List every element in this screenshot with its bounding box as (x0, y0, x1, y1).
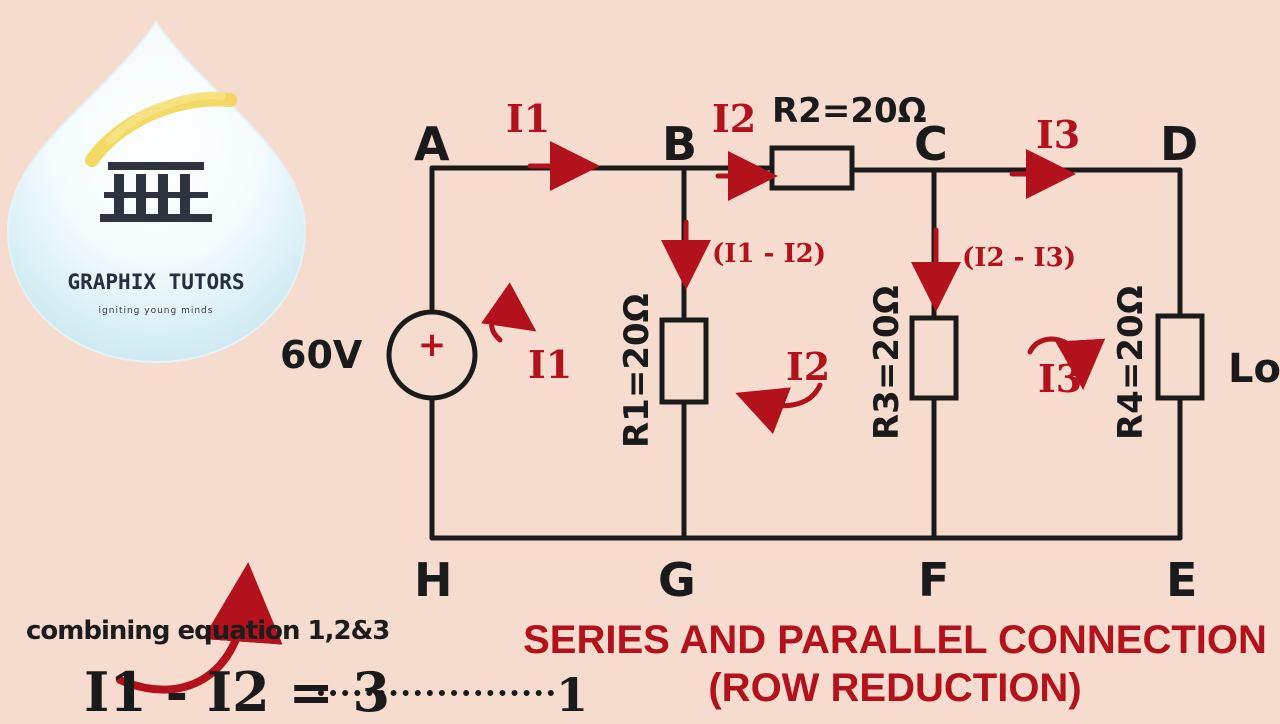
resistor-r4-load (1155, 313, 1205, 401)
title-line-2: (ROW REDUCTION) (708, 666, 1082, 710)
loop-i2-arrow-icon (735, 382, 823, 435)
voltage-source-icon (386, 309, 478, 401)
title-line-1: SERIES AND PARALLEL CONNECTION (523, 618, 1267, 662)
r2-label: R2=20Ω (772, 91, 927, 131)
logo-tagline: igniting young minds (98, 306, 214, 316)
current-i1-i2-label: (I1 - I2) (712, 239, 826, 269)
node-h-label: H (414, 553, 453, 607)
source-label: 60V (280, 333, 363, 377)
resistor-r1 (659, 317, 709, 405)
source-plus-sign: + (418, 325, 447, 365)
r3-label: R3=20Ω (867, 285, 907, 440)
node-b-label: B (662, 117, 697, 171)
node-c-label: C (914, 117, 948, 171)
current-i2-label: I2 (712, 96, 756, 141)
node-e-label: E (1166, 553, 1197, 607)
r1-label: R1=20Ω (617, 293, 657, 448)
combining-note: combining equation 1,2&3 (26, 616, 390, 646)
components (386, 145, 1205, 405)
current-i3-label: I3 (1036, 112, 1080, 157)
equation-number: 1 (556, 668, 589, 722)
r4-label: R4=20Ω (1111, 285, 1151, 440)
logo-name: GRAPHIX TUTORS (67, 270, 245, 294)
node-g-label: G (658, 553, 696, 607)
resistor-r3 (909, 315, 959, 401)
red-swoosh-arrow-icon (116, 562, 283, 694)
current-i2-i3-label: (I2 - I3) (962, 243, 1076, 273)
loop-i3-arrow-icon (1027, 336, 1106, 390)
loop-i1-label: I1 (528, 342, 572, 387)
video-title: SERIES AND PARALLEL CONNECTION (ROW REDU… (500, 616, 1280, 712)
current-i1-label: I1 (506, 96, 550, 141)
equation-dotted-leader (318, 690, 554, 696)
logo-text-block: GRAPHIX TUTORS igniting young minds (6, 30, 306, 370)
loop-i1-arrow-icon (481, 282, 537, 343)
node-a-label: A (414, 117, 450, 171)
load-label: Lo (1228, 346, 1280, 392)
loop-i2-label: I2 (786, 344, 830, 389)
resistor-r2 (769, 145, 855, 191)
logo (6, 20, 307, 364)
node-d-label: D (1160, 117, 1198, 171)
loop-i3-label: I3 (1038, 356, 1082, 401)
logo-building-icon (100, 162, 212, 222)
node-f-label: F (918, 553, 949, 607)
